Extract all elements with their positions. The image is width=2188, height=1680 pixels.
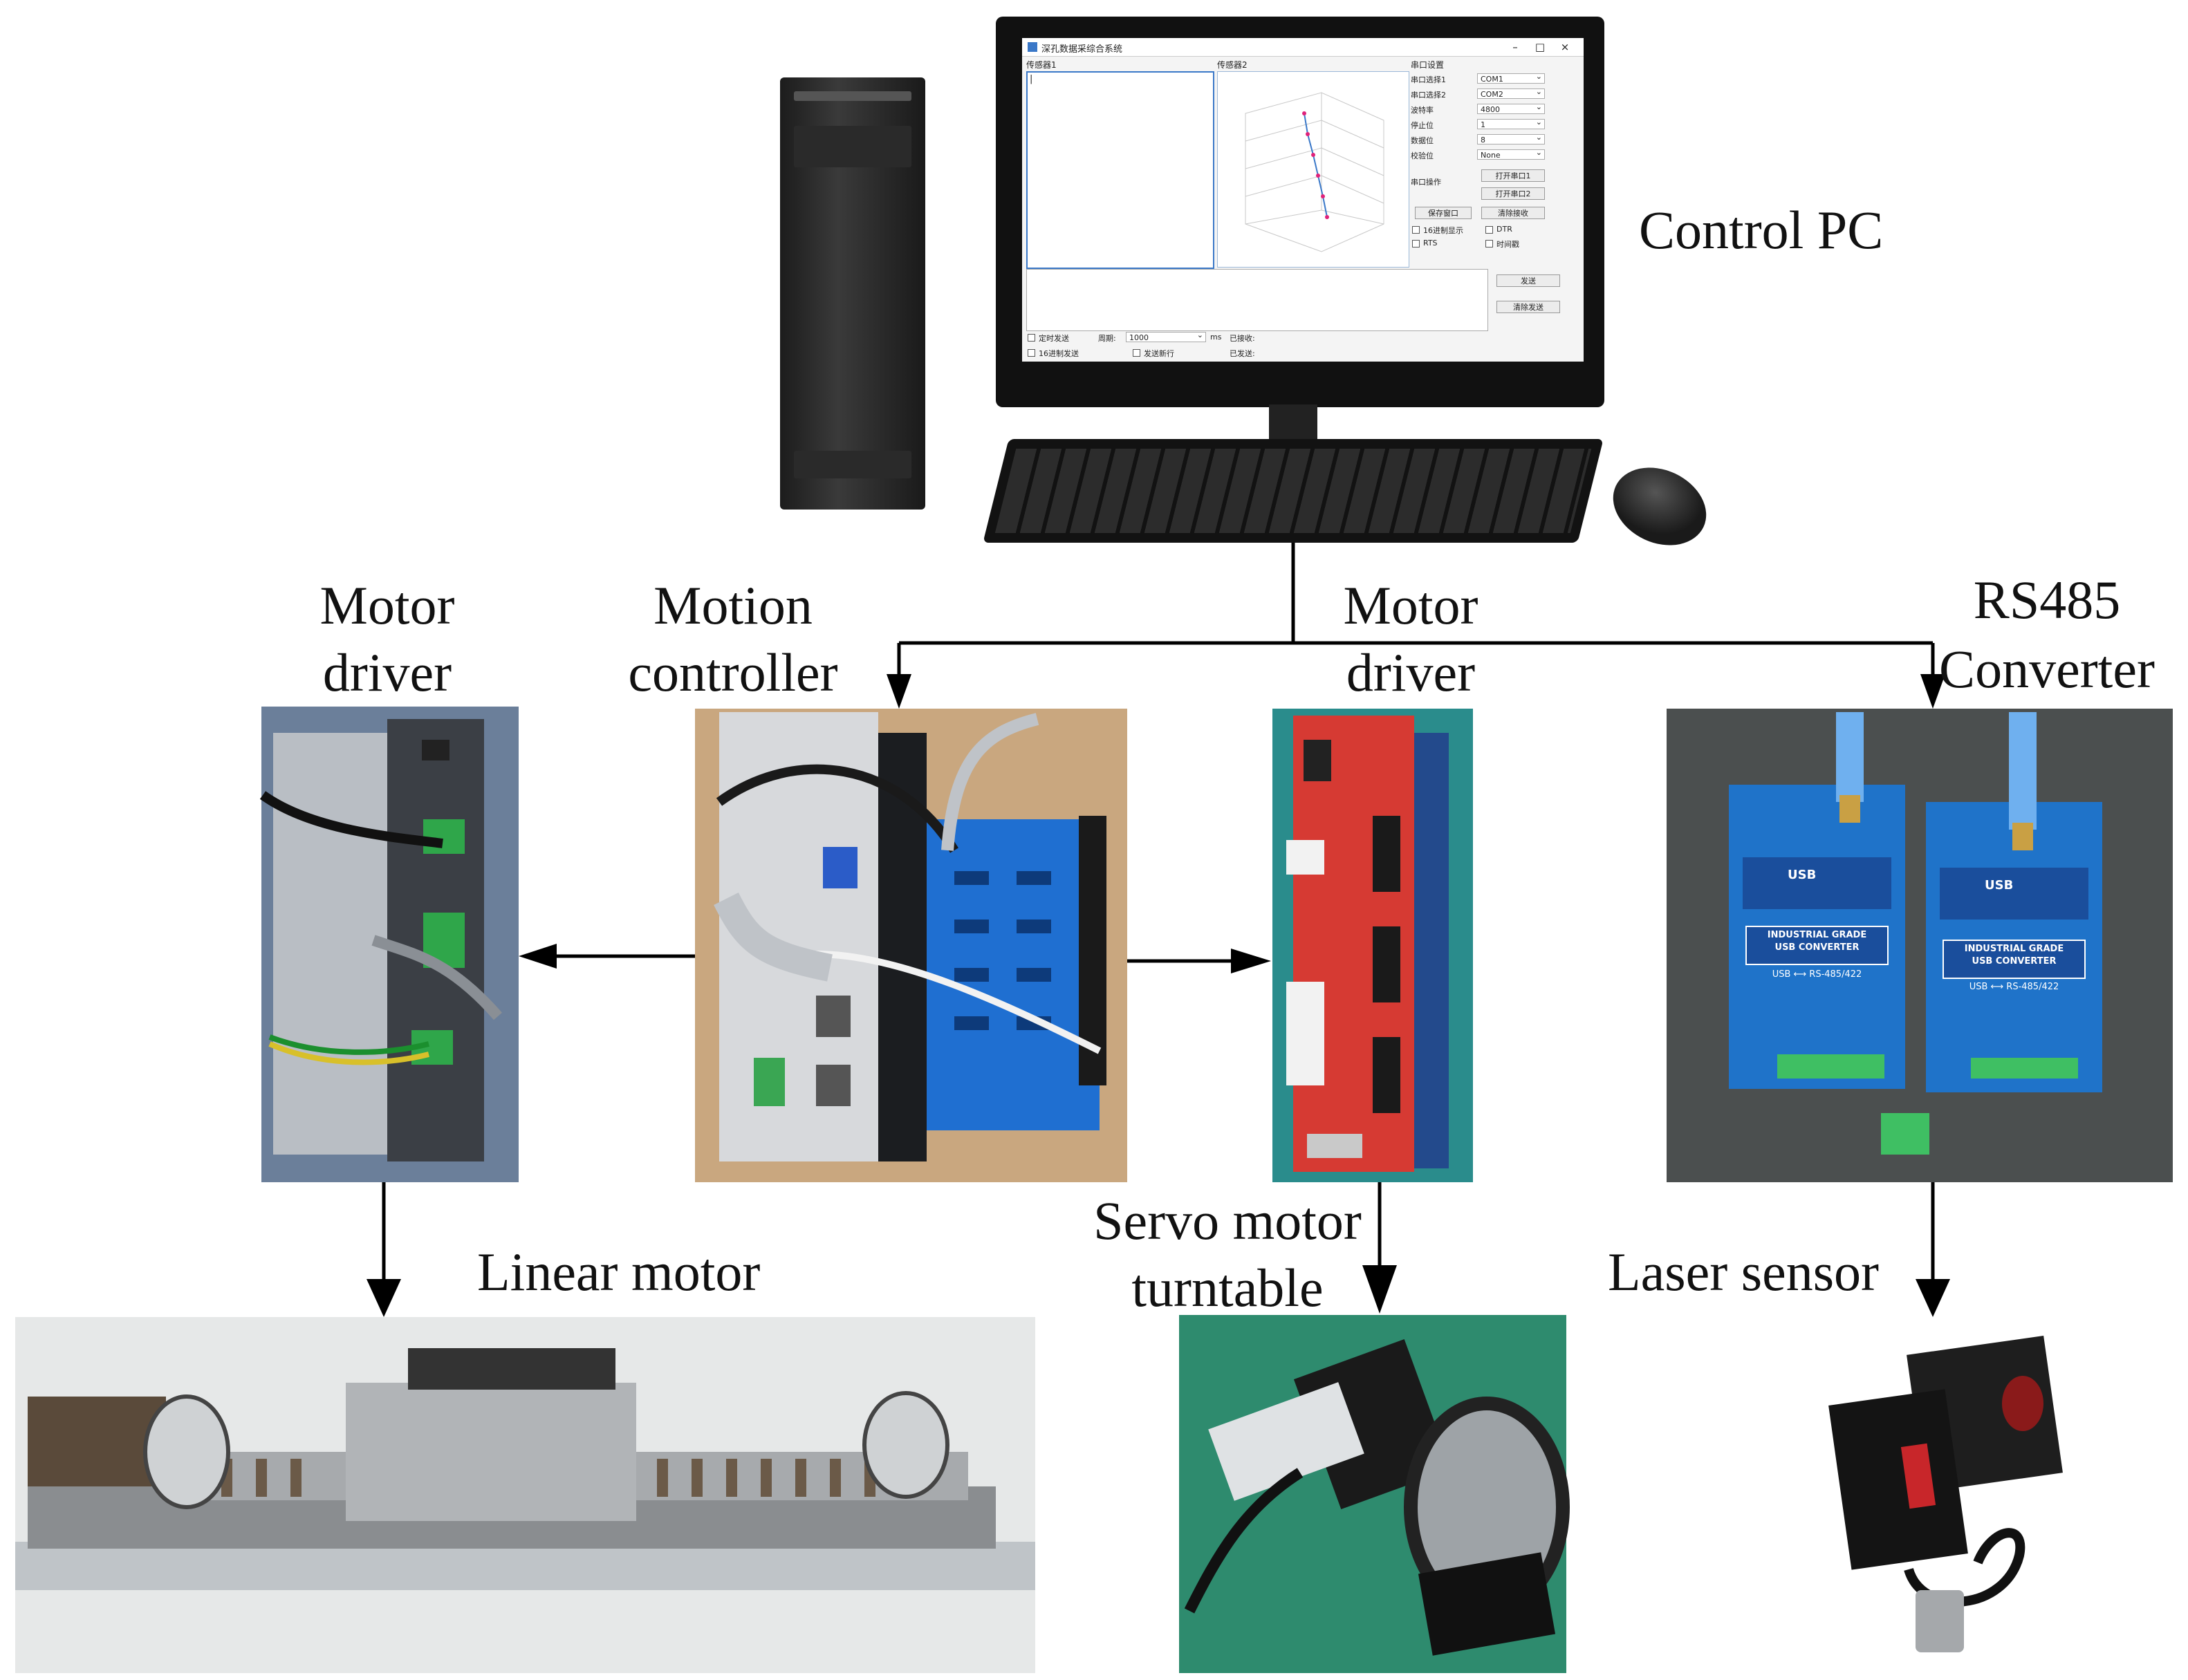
- motion-controller-label-line1: Motion: [653, 575, 813, 635]
- converter2-brand-line2: USB CONVERTER: [1972, 956, 2057, 967]
- converter1-protocol: USB ⟷ RS-485/422: [1772, 969, 1862, 980]
- send-newline-checkbox[interactable]: [1133, 349, 1140, 357]
- tower-bottom-bay: [794, 451, 911, 478]
- keyboard: [983, 439, 1604, 543]
- send-newline-label: 发送新行: [1144, 349, 1174, 358]
- hex-display-checkbox[interactable]: [1412, 226, 1420, 234]
- save-window-button[interactable]: 保存窗口: [1415, 207, 1472, 219]
- motion-controller-photo: [695, 709, 1127, 1182]
- clear-receive-button[interactable]: 清除接收: [1481, 207, 1545, 219]
- hex-send-label: 16进制发送: [1039, 349, 1079, 358]
- converter1-usb-text: USB: [1788, 868, 1817, 882]
- motion-controller-label-line2: controller: [628, 642, 838, 702]
- databits-label: 数据位: [1411, 136, 1434, 145]
- motor-driver-left-label-line2: driver: [322, 642, 452, 702]
- pc-tower: [780, 77, 925, 510]
- hex-send-checkbox[interactable]: [1028, 349, 1035, 357]
- rts-checkbox[interactable]: [1412, 240, 1420, 248]
- window-titlebar: 深孔数据采综合系统 – □ ×: [1022, 38, 1584, 57]
- timed-send-checkbox[interactable]: [1028, 334, 1035, 342]
- arrow-to-laser: [1916, 1279, 1950, 1317]
- converter2-protocol: USB ⟷ RS-485/422: [1969, 982, 2059, 992]
- motor-driver-right-label-line2: driver: [1346, 642, 1476, 702]
- connection-lines: [382, 539, 1935, 1279]
- tower-front-ports: [794, 126, 911, 167]
- arrow-to-linear-motor: [367, 1279, 401, 1317]
- linear-motor-photo: [15, 1317, 1035, 1673]
- dtr-checkbox[interactable]: [1485, 226, 1493, 234]
- motor-driver-left-label-line1: Motor: [319, 575, 455, 635]
- arrowheads: [367, 674, 1950, 1317]
- arrow-to-rs485: [1920, 674, 1945, 709]
- converter2-usb-text: USB: [1985, 878, 2014, 893]
- com2-label: 串口选择2: [1411, 91, 1446, 100]
- timestamp-label: 时间戳: [1496, 240, 1519, 249]
- received-label: 已接收:: [1230, 334, 1255, 343]
- sent-label: 已发送:: [1230, 349, 1255, 358]
- stopbits-select[interactable]: 1: [1477, 117, 1545, 129]
- rs485-label-line1: RS485: [1973, 570, 2121, 630]
- converter1-brand-line2: USB CONVERTER: [1774, 942, 1860, 953]
- period-label: 周期:: [1098, 334, 1116, 343]
- hex-display-label: 16进制显示: [1423, 226, 1463, 235]
- rs485-label-line2: Converter: [1939, 639, 2155, 699]
- sensor2-3d-plot: [1245, 92, 1384, 252]
- converter1-brand-line1: INDUSTRIAL GRADE: [1767, 930, 1867, 940]
- tower-slot: [794, 91, 911, 101]
- arrow-to-servo: [1362, 1265, 1397, 1314]
- dtr-label: DTR: [1496, 225, 1512, 234]
- minimize-icon[interactable]: –: [1512, 41, 1518, 53]
- laser-sensor-label: Laser sensor: [1608, 1242, 1880, 1302]
- software-window: 深孔数据采综合系统 – □ × 传感器1 传感器2 | 串口设置 串口选择1: [1022, 38, 1584, 362]
- control-pc-label: Control PC: [1639, 200, 1884, 260]
- app-icon: [1028, 42, 1037, 52]
- arrow-to-right-driver: [1231, 949, 1271, 973]
- clear-send-button[interactable]: 清除发送: [1496, 301, 1560, 313]
- open-port2-button[interactable]: 打开串口2: [1481, 187, 1545, 200]
- sensor1-label: 传感器1: [1026, 60, 1057, 70]
- databits-select[interactable]: 8: [1477, 132, 1545, 144]
- sensor2-label: 传感器2: [1217, 60, 1248, 70]
- linear-motor-label: Linear motor: [477, 1242, 761, 1302]
- parity-select[interactable]: None: [1477, 147, 1545, 160]
- maximize-icon[interactable]: □: [1535, 41, 1546, 53]
- send-button[interactable]: 发送: [1496, 274, 1560, 287]
- stopbits-label: 停止位: [1411, 121, 1434, 130]
- com2-select[interactable]: COM2: [1477, 86, 1545, 99]
- servo-turntable-label-line2: turntable: [1131, 1258, 1324, 1318]
- motor-driver-right-label-line1: Motor: [1343, 575, 1478, 635]
- motor-driver-right-photo: [1272, 709, 1473, 1182]
- period-unit: ms: [1210, 333, 1222, 342]
- laser-sensor-photo: [1828, 1336, 2063, 1652]
- rs485-converter-photo: [1667, 709, 2173, 1182]
- sensor1-textarea[interactable]: |: [1026, 71, 1214, 269]
- open-port1-button[interactable]: 打开串口1: [1481, 169, 1545, 182]
- timestamp-checkbox[interactable]: [1485, 240, 1493, 248]
- serial-ops-label: 串口操作: [1411, 178, 1441, 187]
- baud-select[interactable]: 4800: [1477, 102, 1545, 114]
- servo-turntable-label-line1: Servo motor: [1093, 1191, 1362, 1251]
- sensor2-plot: [1217, 71, 1409, 268]
- parity-label: 校验位: [1411, 151, 1434, 160]
- baud-label: 波特率: [1411, 106, 1434, 115]
- close-icon[interactable]: ×: [1560, 41, 1570, 53]
- arrow-to-left-driver: [519, 944, 557, 969]
- servo-turntable-photo: [1179, 1315, 1570, 1673]
- timed-send-label: 定时发送: [1039, 334, 1069, 343]
- serial-settings-label: 串口设置: [1411, 60, 1445, 70]
- com1-select[interactable]: COM1: [1477, 71, 1545, 84]
- window-title: 深孔数据采综合系统: [1041, 44, 1123, 55]
- converter2-brand-line1: INDUSTRIAL GRADE: [1964, 944, 2064, 954]
- motor-driver-left-photo: [259, 707, 519, 1182]
- rts-label: RTS: [1423, 239, 1438, 248]
- text-cursor: |: [1030, 74, 1033, 84]
- arrow-to-motion-controller: [887, 674, 911, 709]
- send-textarea[interactable]: [1026, 269, 1488, 331]
- period-input[interactable]: 1000: [1126, 330, 1206, 342]
- com1-label: 串口选择1: [1411, 75, 1446, 84]
